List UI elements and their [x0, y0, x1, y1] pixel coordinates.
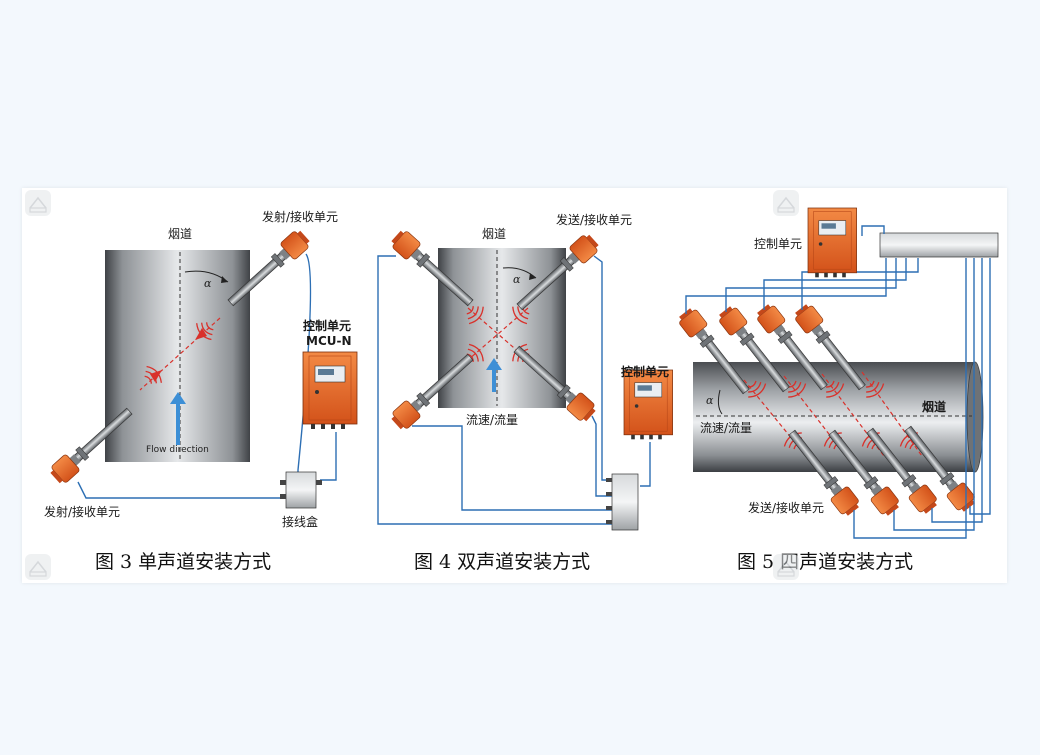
flow-label: 流速/流量	[700, 421, 752, 435]
figure-4-dual-path: α 烟道 发送/接收单元 控制单元 流速/流量 图 4 双声道安装方式	[377, 212, 674, 573]
watermark-logo-icon	[25, 554, 51, 580]
figure-3-single-path: α Flow direction 烟道 发射/接收单元 控制单元 MCU-N 接…	[44, 209, 358, 573]
junction-box	[285, 471, 317, 509]
control-unit-mcu-n	[302, 351, 358, 430]
junction-manifold	[879, 232, 999, 258]
angle-alpha: α	[706, 394, 714, 407]
watermark-logo-icon	[25, 190, 51, 216]
flow-direction-label: Flow direction	[146, 445, 209, 455]
control-unit-model: MCU-N	[306, 334, 352, 348]
junction-box-label: 接线盒	[282, 514, 318, 529]
figure-3-caption: 图 3 单声道安装方式	[95, 551, 271, 573]
angle-alpha: α	[513, 273, 521, 286]
transducer-top-label: 发射/接收单元	[262, 209, 338, 224]
watermark-logo-icon	[773, 190, 799, 216]
figure-4-caption: 图 4 双声道安装方式	[414, 551, 590, 573]
figure-5-caption: 图 5 四声道安装方式	[737, 551, 913, 573]
transducer-label: 发送/接收单元	[748, 500, 824, 515]
control-unit-label: 控制单元	[754, 237, 802, 251]
duct-label: 烟道	[922, 399, 946, 414]
flow-label: 流速/流量	[466, 413, 518, 427]
duct-vertical	[438, 248, 566, 408]
angle-alpha: α	[204, 277, 212, 290]
control-unit-label: 控制单元	[621, 364, 669, 379]
junction-box	[611, 473, 639, 531]
figure-5-four-path: α 控制单元	[675, 207, 999, 573]
duct-label: 烟道	[168, 227, 192, 241]
control-unit-label: 控制单元	[303, 318, 351, 333]
transducer-label: 发送/接收单元	[556, 212, 632, 227]
duct-label: 烟道	[482, 227, 506, 241]
watermark-logo-icon	[773, 554, 799, 580]
control-unit	[623, 369, 674, 440]
transducer-bottom-label: 发射/接收单元	[44, 504, 120, 519]
control-unit	[807, 207, 858, 278]
